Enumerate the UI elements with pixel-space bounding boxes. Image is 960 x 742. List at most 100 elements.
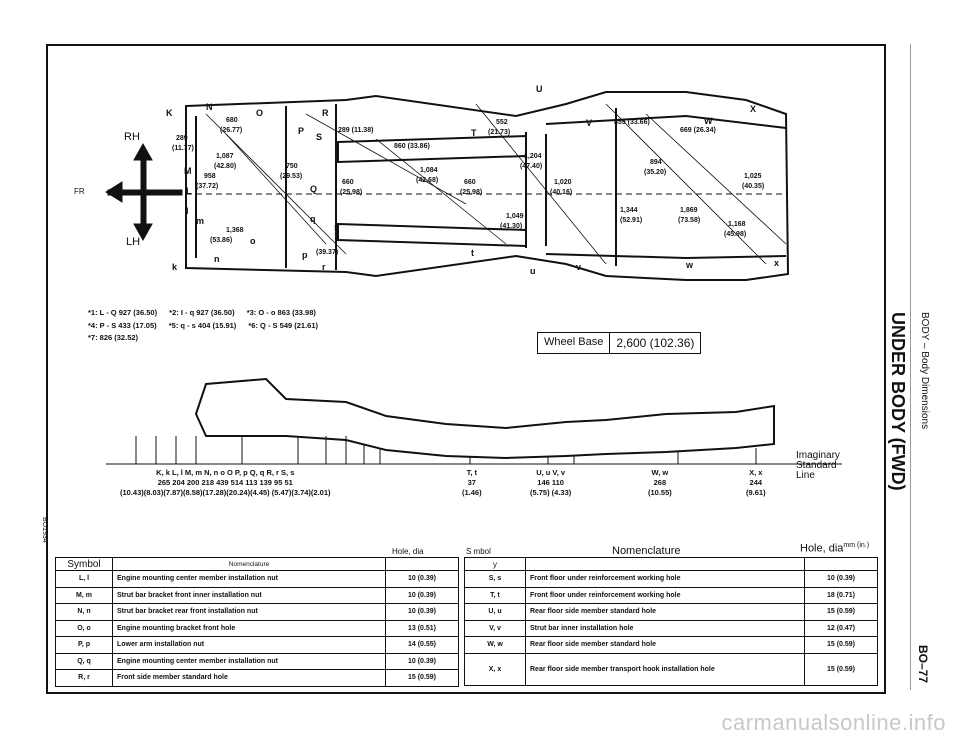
table-cell: 13 (0.51) — [385, 619, 459, 637]
svg-text:n: n — [214, 254, 220, 264]
svg-text:M: M — [184, 166, 192, 176]
wheel-base-label: Wheel Base — [544, 336, 604, 348]
table-cell — [804, 557, 878, 571]
svg-text:1,368: 1,368 — [226, 227, 244, 234]
svg-text:(42.80): (42.80) — [214, 163, 236, 170]
svg-text:(47.40): (47.40) — [520, 163, 542, 170]
table-cell: y — [464, 557, 526, 571]
footnote: *4: P - S 433 (17.05) — [88, 320, 157, 330]
table-cell: P, p — [55, 636, 113, 654]
page-frame — [46, 44, 886, 694]
footnote-line: *1: L - Q 927 (36.50) *2: I - q 927 (36.… — [88, 307, 328, 320]
lh-label: LH — [126, 236, 141, 248]
table-cell: 10 (0.39) — [385, 586, 459, 604]
table-cell: Front floor under reinforcement working … — [525, 570, 805, 588]
table-cell: Front side member standard hole — [112, 669, 386, 687]
svg-text:v: v — [576, 262, 581, 272]
wheel-base-value: 2,600 (102.36) — [609, 333, 700, 353]
footnote: *5: q - s 404 (15.91) — [168, 320, 237, 330]
top-view-frame — [185, 91, 790, 281]
table-cell: T, t — [464, 586, 526, 604]
svg-text:(21.73): (21.73) — [488, 129, 510, 136]
svg-text:s: s — [334, 222, 339, 232]
hole-dia-header-small: Hole, dia — [392, 547, 424, 556]
measure-letters: U, u V, v — [536, 468, 566, 477]
table-cell: L, l — [55, 570, 113, 588]
svg-text:(25.98): (25.98) — [340, 189, 362, 196]
svg-text:l: l — [186, 206, 189, 216]
dimension-labels: 680 (26.77) 289 (11.38) 552 (21.73) 855 … — [172, 117, 764, 256]
nomenclature-header: Nomenclature — [612, 545, 681, 557]
svg-text:(40.16): (40.16) — [550, 189, 572, 196]
table-cell: 10 (0.39) — [385, 603, 459, 621]
svg-text:1,344: 1,344 — [620, 207, 638, 214]
table-cell: N, n — [55, 603, 113, 621]
svg-text:u: u — [530, 266, 536, 276]
measure-letters: K, k L, l M, m N, n o O P, p Q, q R, r S… — [156, 468, 295, 477]
svg-text:q: q — [310, 214, 316, 224]
imaginary-text: Imaginary — [796, 450, 840, 461]
standard-text: Standard — [796, 460, 837, 471]
table-cell: S, s — [464, 570, 526, 588]
svg-text:m: m — [196, 216, 204, 226]
fr-label: FR — [74, 187, 85, 196]
footnote: *1: L - Q 927 (36.50) — [88, 308, 158, 317]
svg-text:894: 894 — [650, 159, 662, 166]
svg-text:(26.77): (26.77) — [220, 127, 242, 134]
table-cell: 15 (0.59) — [804, 603, 878, 621]
wheel-base-box: Wheel Base 2,600 (102.36) — [537, 332, 702, 354]
table-cell: Symbol — [55, 557, 113, 571]
svg-text:(42.68): (42.68) — [416, 177, 438, 184]
measure-values: 244 — [749, 478, 763, 487]
table-cell: 14 (0.55) — [385, 636, 459, 654]
figure-code: BO1934 — [41, 517, 48, 543]
svg-text:T: T — [471, 128, 477, 138]
watermark: carmanualsonline.info — [721, 710, 946, 735]
measure-inches: (10.55) — [648, 488, 672, 497]
svg-text:o: o — [250, 236, 256, 246]
footnote-line: *7: 826 (32.52) — [88, 332, 328, 345]
table-cell: 15 (0.59) — [804, 636, 878, 654]
footnote: *2: I - q 927 (36.50) — [169, 308, 235, 317]
line-text: Line — [796, 470, 815, 481]
svg-text:1,084: 1,084 — [420, 167, 438, 174]
side-view-frame — [106, 377, 842, 465]
measure-group-front: K, k L, l M, m N, n o O P, p Q, q R, r S… — [120, 468, 331, 498]
svg-text:x: x — [774, 258, 779, 268]
svg-text:1,020: 1,020 — [554, 179, 572, 186]
table-header-row: y — [464, 557, 878, 571]
svg-text:L: L — [186, 186, 192, 196]
page-side-title: UNDER BODY (FWD) — [888, 312, 908, 491]
svg-text:660: 660 — [464, 179, 476, 186]
table-cell: V, v — [464, 619, 526, 637]
svg-text:t: t — [471, 248, 474, 258]
svg-text:N: N — [206, 102, 213, 112]
table-cell: O, o — [55, 619, 113, 637]
table-cell: Q, q — [55, 652, 113, 670]
hole-dia-text: Hole, dia — [800, 542, 844, 555]
measure-values: 37 — [467, 478, 476, 487]
table-cell: Strut bar inner installation hole — [525, 619, 805, 637]
measure-values: 146 110 — [537, 478, 564, 487]
footnote-line: *4: P - S 433 (17.05) *5: q - s 404 (15.… — [88, 320, 328, 333]
side-rule — [910, 44, 911, 690]
table-cell: Strut bar bracket rear front installatio… — [112, 603, 386, 621]
svg-text:750: 750 — [286, 163, 298, 170]
table-cell: M, m — [55, 586, 113, 604]
svg-text:289: 289 — [176, 135, 188, 142]
symbol-header-small: S mbol — [466, 547, 491, 556]
table-cell: Engine mounting center member installati… — [112, 652, 386, 670]
table-cell: 15 (0.59) — [804, 652, 878, 686]
svg-text:860 (33.86): 860 (33.86) — [394, 143, 430, 150]
page-side-subtitle: BODY – Body Dimensions — [919, 312, 930, 430]
measure-group-x: X, x 244 (9.61) — [746, 468, 766, 498]
svg-text:1,204: 1,204 — [524, 153, 542, 160]
